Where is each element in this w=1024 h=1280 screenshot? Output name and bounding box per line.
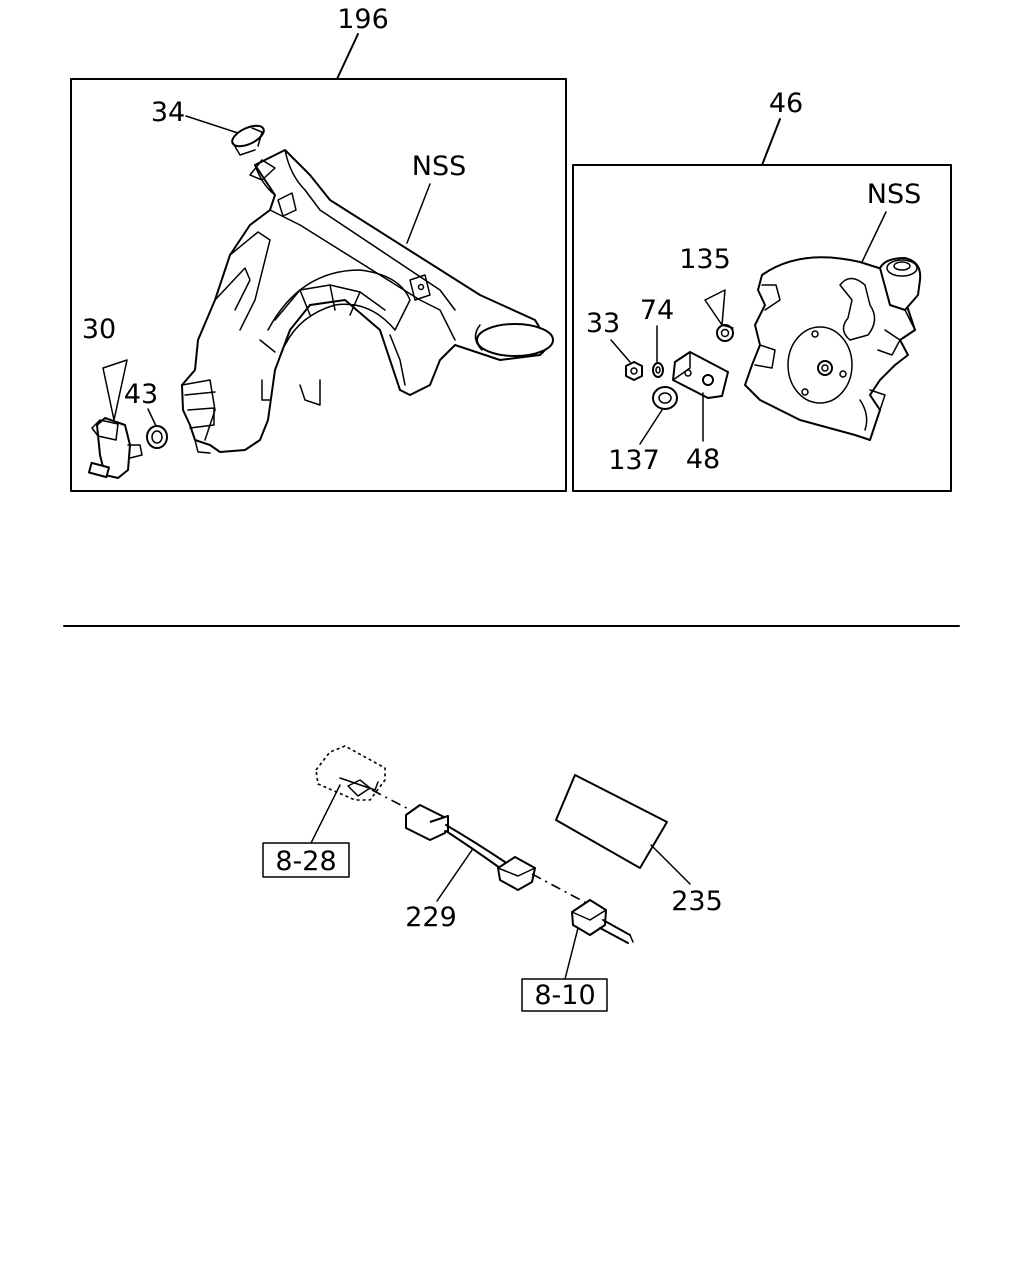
callout-229: 229 [405, 902, 457, 933]
filler-cap [231, 124, 265, 156]
nut-33 [625, 361, 643, 381]
reference-8-28: 8-28 [275, 846, 336, 877]
plate-48 [672, 351, 729, 399]
leader-33 [610, 339, 631, 363]
harness-229 [405, 804, 536, 891]
callout-34: 34 [151, 97, 185, 128]
callout-135: 135 [679, 244, 731, 275]
washer-tank-panel: 196 [70, 4, 567, 492]
leader-229 [436, 849, 473, 902]
bushing-135 [716, 324, 734, 342]
callout-30: 30 [82, 314, 116, 345]
nss-label-left: NSS [412, 151, 466, 182]
leader-8-10 [564, 927, 579, 980]
callout-33: 33 [586, 308, 620, 339]
connector-8-10 [571, 899, 634, 944]
washer-tank [181, 149, 554, 454]
nss-label-right: NSS [867, 179, 921, 210]
leader-135 [704, 289, 726, 326]
leader-43 [147, 408, 157, 427]
leader-46 [761, 118, 781, 166]
callout-235: 235 [671, 886, 723, 917]
washer-pump [88, 417, 143, 479]
leader-30 [102, 359, 128, 421]
leader-196 [336, 33, 359, 80]
leader-nss-right [861, 211, 887, 263]
grommet-137 [652, 386, 678, 410]
label-sheet-235 [555, 774, 668, 869]
callout-48: 48 [686, 444, 720, 475]
assembly-label-196: 196 [337, 4, 389, 35]
callout-137: 137 [608, 445, 660, 476]
washer-74 [652, 362, 664, 378]
leader-8-28 [310, 784, 341, 844]
leader-137 [639, 409, 663, 445]
assembly-label-46: 46 [769, 88, 803, 119]
leader-235 [650, 844, 691, 885]
leader-nss-left [406, 183, 431, 244]
reference-8-10: 8-10 [534, 980, 595, 1011]
module-8-28 [315, 745, 386, 801]
leader-34 [185, 115, 239, 134]
reference-box-8-28 [262, 842, 350, 878]
callout-43: 43 [124, 379, 158, 410]
pump-grommet [146, 425, 168, 449]
motor-bracket-panel: 46 NSS [572, 88, 952, 492]
harness-section: 8-28 229 8-10 235 [262, 745, 723, 1012]
connection-line-lower [531, 873, 591, 906]
washer-tank-frame [70, 78, 567, 492]
callout-74: 74 [640, 295, 674, 326]
wiper-motor-boss [879, 257, 922, 331]
